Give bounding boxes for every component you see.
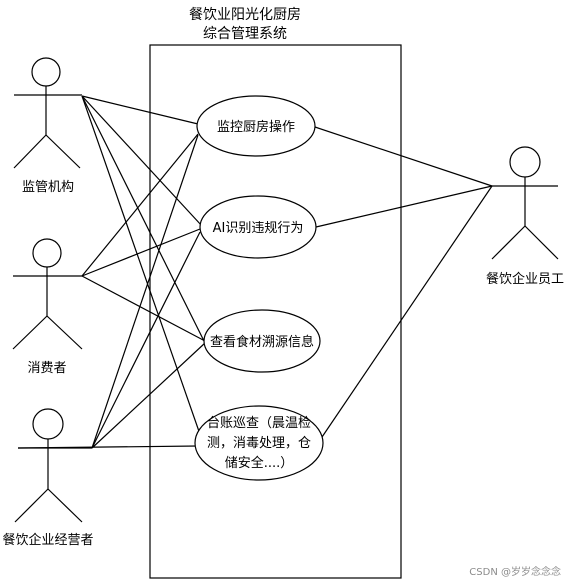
line-regulator-ai — [81, 95, 203, 227]
actor-regulator: 监管机构 — [13, 57, 82, 195]
line-employee-ai — [315, 185, 493, 228]
line-operator-ai — [91, 231, 201, 449]
line-operator-trace — [91, 342, 206, 449]
use-case-ledger-label-line3: 储安全....） — [225, 455, 294, 471]
actor-consumer-label: 消费者 — [27, 361, 66, 376]
line-regulator-trace — [81, 95, 205, 342]
use-case-trace: 查看食材溯源信息 — [203, 309, 321, 373]
use-case-ledger: 台账巡查（晨温检 测，消毒处理，仓 储安全....） — [194, 405, 324, 481]
actor-operator-figure-icon — [14, 408, 92, 523]
actor-employee: 餐饮企业员工 — [486, 146, 564, 287]
use-case-ledger-label-line2: 测，消毒处理，仓 — [207, 436, 311, 451]
line-employee-ledger — [319, 185, 493, 441]
line-regulator-monitor — [81, 95, 199, 125]
system-title-line2: 综合管理系统 — [203, 26, 287, 42]
actor-employee-figure-icon — [491, 146, 559, 260]
actor-regulator-label: 监管机构 — [22, 180, 74, 195]
line-operator-monitor — [91, 134, 199, 449]
use-case-monitor-label: 监控厨房操作 — [217, 119, 295, 135]
use-case-ai-detect-label: AI识别违规行为 — [213, 221, 304, 236]
line-consumer-monitor — [81, 133, 199, 277]
use-case-ledger-label-line1: 台账巡查（晨温检 — [207, 416, 311, 431]
actor-operator: 餐饮企业经营者 — [2, 408, 94, 548]
use-case-trace-label: 查看食材溯源信息 — [210, 334, 314, 350]
line-employee-monitor — [314, 126, 493, 187]
line-regulator-ledger — [81, 95, 203, 441]
line-consumer-trace — [81, 275, 206, 342]
actor-regulator-figure-icon — [13, 57, 82, 169]
actor-operator-label: 餐饮企业经营者 — [2, 532, 93, 548]
actor-consumer: 消费者 — [12, 238, 83, 376]
system-title-line1: 餐饮业阳光化厨房 — [189, 7, 301, 23]
watermark: CSDN @岁岁念念念 — [469, 565, 561, 578]
association-lines — [17, 95, 493, 449]
actor-consumer-figure-icon — [12, 238, 83, 350]
use-case-ai-detect: AI识别违规行为 — [199, 195, 317, 259]
line-consumer-ai — [81, 228, 201, 277]
actor-employee-label: 餐饮企业员工 — [486, 271, 564, 287]
use-case-monitor: 监控厨房操作 — [196, 95, 316, 157]
